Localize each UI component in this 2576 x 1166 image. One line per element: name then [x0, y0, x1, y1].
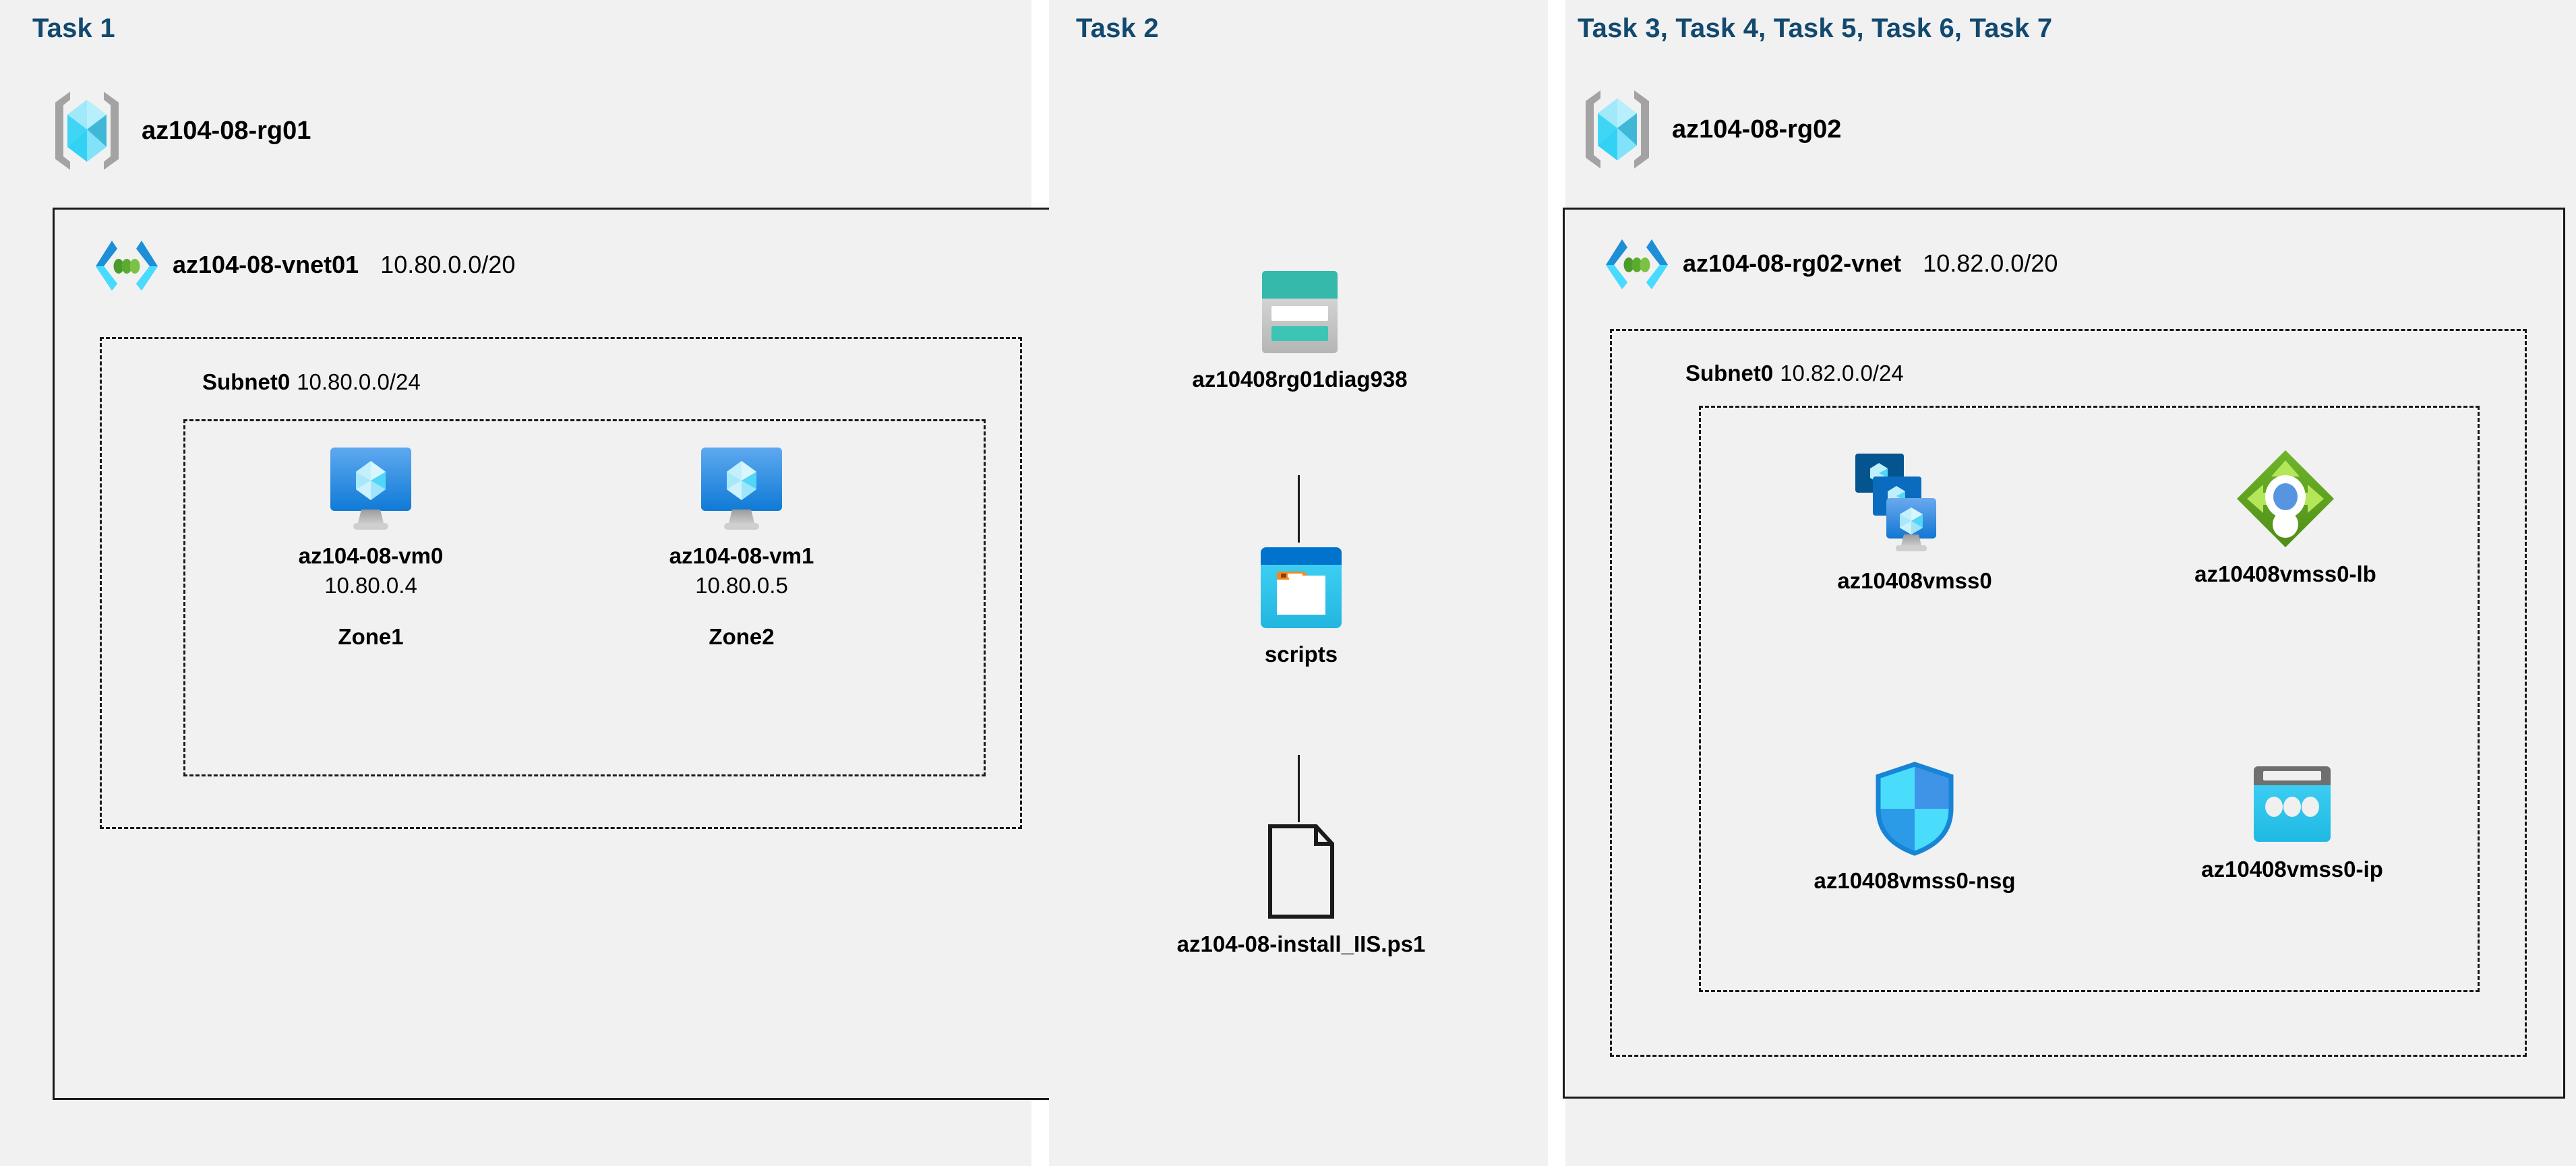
- virtual-machine-icon: [697, 445, 786, 531]
- vm0-zone: Zone1: [338, 624, 404, 649]
- load-balancer-name: az10408vmss0-lb: [2194, 561, 2376, 586]
- vm1-name: az104-08-vm1: [669, 543, 814, 568]
- script-file-name: az104-08-install_IIS.ps1: [1176, 931, 1426, 956]
- vm1-zone: Zone2: [709, 624, 775, 649]
- subnet-name-left: Subnet0: [202, 369, 291, 394]
- resource-group-icon: [47, 88, 127, 174]
- virtual-machine-icon: [326, 445, 415, 531]
- node-vm0: az104-08-vm0 10.80.0.4 Zone1: [270, 445, 472, 650]
- public-ip-address-icon: [2248, 765, 2336, 845]
- zones-box: [183, 419, 986, 776]
- node-blob-container: scripts: [1207, 546, 1396, 667]
- node-vmss: az10408vmss0: [1780, 448, 2049, 594]
- vnet-cidr-rg02: 10.82.0.0/20: [1923, 249, 2058, 277]
- subnet-name-right: Subnet0: [1685, 361, 1774, 386]
- vm0-ip: 10.80.0.4: [324, 573, 417, 598]
- storage-account-icon: [1261, 270, 1339, 355]
- vnet-box-rg02-vnet: [1563, 208, 2565, 1099]
- subnet-cidr-left: 10.80.0.0/24: [297, 369, 421, 394]
- public-ip-name: az10408vmss0-ip: [2201, 857, 2383, 882]
- task1-title: Task 1: [32, 13, 115, 43]
- node-load-balancer: az10408vmss0-lb: [2144, 448, 2427, 587]
- resource-group-label-rg01: az104-08-rg01: [142, 116, 311, 145]
- node-storage-account: az10408rg01diag938: [1131, 270, 1468, 392]
- subnet-box-right: [1610, 329, 2527, 1057]
- task3-title: Task 3, Task 4, Task 5, Task 6, Task 7: [1578, 13, 2053, 43]
- vnet-name-rg02: az104-08-rg02-vnet: [1683, 249, 1902, 277]
- node-vm1: az104-08-vm1 10.80.0.5 Zone2: [640, 445, 843, 650]
- subnet-cidr-right: 10.82.0.0/24: [1780, 361, 1904, 386]
- vnet-name-vnet01: az104-08-vnet01: [173, 251, 359, 278]
- blob-container-icon: [1259, 546, 1343, 630]
- load-balancer-icon: [2235, 448, 2336, 549]
- vnet-icon: [94, 239, 159, 290]
- task2-title: Task 2: [1076, 13, 1159, 43]
- vm1-ip: 10.80.0.5: [695, 573, 788, 598]
- resource-group-header-rg02: az104-08-rg02: [1578, 86, 1841, 173]
- node-script-file: az104-08-install_IIS.ps1: [1079, 824, 1524, 957]
- vnet-icon: [1605, 238, 1669, 289]
- vnet-header-vnet01: az104-08-vnet01 10.80.0.0/20: [94, 239, 515, 290]
- subnet-box-left: [100, 337, 1022, 829]
- node-public-ip: az10408vmss0-ip: [2151, 765, 2434, 882]
- resources-box: [1699, 406, 2480, 992]
- node-nsg: az10408vmss0-nsg: [1753, 762, 2076, 894]
- vmss-name: az10408vmss0: [1837, 568, 1992, 593]
- blob-container-name: scripts: [1264, 642, 1338, 667]
- resource-group-label-rg02: az104-08-rg02: [1672, 115, 1842, 144]
- network-security-group-icon: [1873, 762, 1956, 856]
- vnet-cidr-vnet01: 10.80.0.0/20: [380, 251, 516, 278]
- connector-storage-to-container: [1298, 475, 1300, 543]
- nsg-name: az10408vmss0-nsg: [1814, 868, 2016, 893]
- storage-account-name: az10408rg01diag938: [1192, 367, 1408, 392]
- resource-group-header-rg01: az104-08-rg01: [47, 88, 311, 174]
- vm-scale-set-icon: [1854, 448, 1975, 556]
- resource-group-icon: [1578, 86, 1657, 173]
- connector-container-to-file: [1298, 755, 1300, 822]
- file-icon: [1261, 824, 1342, 919]
- vnet-header-rg02-vnet: az104-08-rg02-vnet 10.82.0.0/20: [1605, 238, 2058, 289]
- vm0-name: az104-08-vm0: [298, 543, 444, 568]
